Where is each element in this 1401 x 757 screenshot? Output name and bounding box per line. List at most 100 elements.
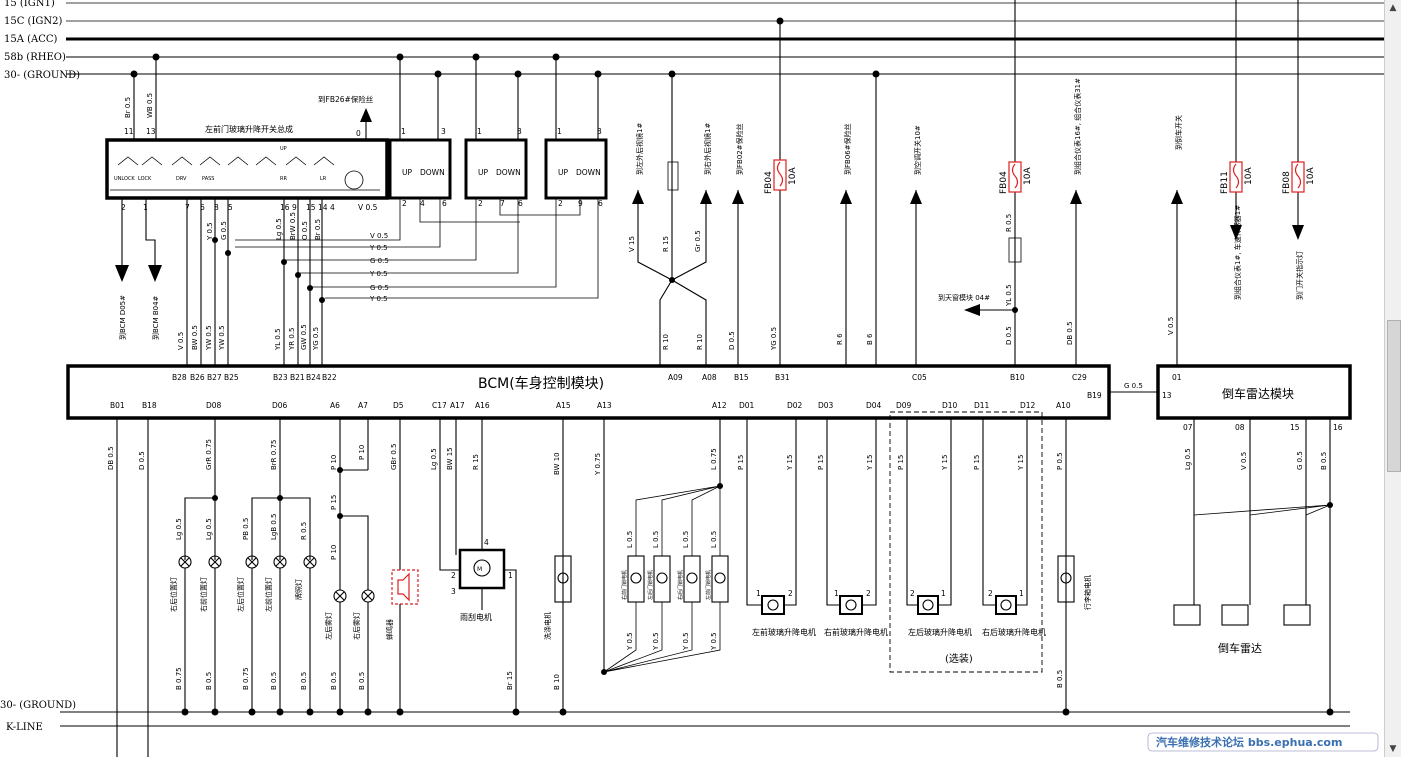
svg-text:B 0.5: B 0.5 bbox=[1320, 452, 1328, 470]
bcm-title: BCM(车身控制模块) bbox=[478, 375, 604, 392]
master-switch-title: 左前门玻璃升降开关总成 bbox=[205, 124, 293, 134]
svg-text:Y 15: Y 15 bbox=[786, 455, 794, 471]
svg-text:B19: B19 bbox=[1087, 391, 1102, 400]
svg-text:B 0.5: B 0.5 bbox=[300, 672, 308, 690]
svg-text:YW 0.5: YW 0.5 bbox=[218, 325, 226, 351]
arrow-up-icon bbox=[1171, 190, 1183, 204]
svg-text:R 15: R 15 bbox=[472, 454, 480, 470]
svg-text:V 0.5: V 0.5 bbox=[1167, 317, 1175, 335]
svg-text:A10: A10 bbox=[1056, 401, 1071, 410]
scroll-down-icon[interactable]: ▼ bbox=[1389, 744, 1397, 754]
arrow-up-icon bbox=[1070, 190, 1082, 204]
svg-text:到FB06#保险丝: 到FB06#保险丝 bbox=[843, 123, 852, 175]
svg-text:10A: 10A bbox=[1244, 167, 1254, 185]
svg-text:B28: B28 bbox=[172, 373, 187, 382]
rail-ign2-label: 15C (IGN2) bbox=[4, 16, 63, 27]
radar-sensor-label: 倒车雷达 bbox=[1218, 641, 1262, 655]
svg-text:B27: B27 bbox=[207, 373, 222, 382]
svg-text:B 0.75: B 0.75 bbox=[242, 667, 250, 690]
svg-text:到空调开关10#: 到空调开关10# bbox=[913, 125, 922, 175]
svg-text:B25: B25 bbox=[224, 373, 239, 382]
top-rails: 15 (IGN1) 15C (IGN2) 15A (ACC) 58b (RHEO… bbox=[4, 0, 1385, 81]
svg-text:D10: D10 bbox=[942, 401, 958, 410]
svg-text:DRV: DRV bbox=[176, 176, 187, 182]
reverse-radar-module: 倒车雷达模块 13 01 07 08 15 16 Lg 0.5 V 0.5 G … bbox=[1156, 364, 1352, 712]
svg-text:UP: UP bbox=[280, 146, 287, 152]
svg-text:Y 15: Y 15 bbox=[1017, 455, 1025, 471]
svg-text:Y 0.5: Y 0.5 bbox=[369, 270, 388, 278]
svg-text:2: 2 bbox=[866, 589, 871, 598]
svg-text:L 0.5: L 0.5 bbox=[682, 531, 690, 548]
svg-text:GrR 0.75: GrR 0.75 bbox=[205, 439, 213, 470]
master-pin-13: 13 bbox=[146, 127, 156, 136]
svg-text:YL 0.5: YL 0.5 bbox=[1005, 284, 1013, 307]
svg-text:R 10: R 10 bbox=[696, 334, 704, 350]
washer-label: 洗涤电机 bbox=[543, 612, 552, 640]
svg-text:01: 01 bbox=[1172, 373, 1182, 382]
scroll-up-icon[interactable]: ▲ bbox=[1389, 3, 1397, 13]
svg-text:B 0.75: B 0.75 bbox=[175, 667, 183, 690]
scroll-thumb[interactable] bbox=[1387, 320, 1401, 472]
svg-text:Lg 0.5: Lg 0.5 bbox=[1184, 448, 1192, 470]
window-motor-label-lf: 左前玻璃升降电机 bbox=[752, 627, 816, 637]
svg-text:BrW 0.5: BrW 0.5 bbox=[289, 212, 297, 240]
watermark: 汽车维修技术论坛 bbs.ephua.com bbox=[1147, 732, 1379, 752]
svg-text:1: 1 bbox=[834, 589, 839, 598]
svg-text:D 0.5: D 0.5 bbox=[728, 331, 736, 350]
svg-text:R 0.5: R 0.5 bbox=[1005, 214, 1013, 232]
svg-text:V 0.5: V 0.5 bbox=[370, 232, 388, 240]
svg-text:P 15: P 15 bbox=[897, 455, 905, 470]
radar-module-box bbox=[1156, 364, 1352, 420]
svg-text:FB04: FB04 bbox=[764, 171, 774, 194]
svg-text:B 10: B 10 bbox=[553, 674, 561, 690]
svg-text:B26: B26 bbox=[190, 373, 205, 382]
svg-text:P 10: P 10 bbox=[330, 545, 338, 560]
buzzer-icon bbox=[391, 569, 419, 605]
svg-text:到倒车开关: 到倒车开关 bbox=[1174, 115, 1183, 150]
svg-text:D09: D09 bbox=[896, 401, 912, 410]
watermark-text: 汽车维修技术论坛 bbs.ephua.com bbox=[1156, 735, 1342, 749]
svg-text:Lg 0.5: Lg 0.5 bbox=[430, 448, 438, 470]
svg-text:08: 08 bbox=[1235, 423, 1245, 432]
window-switch-1: 1 3 UP DOWN 2 4 6 bbox=[388, 57, 452, 208]
svg-text:10A: 10A bbox=[788, 167, 798, 185]
svg-text:DB 0.5: DB 0.5 bbox=[107, 446, 115, 470]
svg-text:到组合仪表1#, 车速传感器1#: 到组合仪表1#, 车速传感器1# bbox=[1233, 205, 1242, 300]
svg-text:07: 07 bbox=[1183, 423, 1193, 432]
svg-text:3: 3 bbox=[597, 127, 602, 136]
lamp-label-3: 左后位置灯 bbox=[236, 577, 245, 612]
buzzer-label: 蜂鸣器 bbox=[385, 619, 394, 640]
svg-text:D11: D11 bbox=[974, 401, 990, 410]
svg-text:DB 0.5: DB 0.5 bbox=[1066, 321, 1074, 345]
rail-ign1-label: 15 (IGN1) bbox=[4, 0, 55, 9]
svg-text:O 0.5: O 0.5 bbox=[301, 221, 309, 240]
svg-text:RR: RR bbox=[280, 176, 287, 182]
svg-text:FB04: FB04 bbox=[999, 171, 1009, 194]
svg-text:B23: B23 bbox=[273, 373, 288, 382]
svg-text:15: 15 bbox=[1290, 423, 1300, 432]
vertical-scrollbar[interactable]: ▲ ▼ bbox=[1384, 0, 1401, 757]
svg-text:Br 0.5: Br 0.5 bbox=[314, 219, 322, 240]
rail-kline-label: K-LINE bbox=[6, 722, 43, 733]
svg-text:YR 0.5: YR 0.5 bbox=[288, 328, 296, 352]
svg-text:2: 2 bbox=[910, 589, 915, 598]
svg-text:左前门锁电机: 左前门锁电机 bbox=[705, 570, 712, 600]
svg-text:A08: A08 bbox=[702, 373, 717, 382]
svg-text:6: 6 bbox=[598, 199, 603, 208]
rail-ground-bottom-label: 30- (GROUND) bbox=[0, 700, 76, 711]
arrow-up-icon bbox=[910, 190, 922, 204]
window-switch-2: 1 3 UP DOWN 2 7 6 bbox=[464, 57, 528, 208]
svg-text:B22: B22 bbox=[322, 373, 337, 382]
svg-text:4: 4 bbox=[330, 203, 335, 212]
master-wire-br: Br 0.5 bbox=[124, 97, 132, 118]
svg-text:到右外后视镜1#: 到右外后视镜1# bbox=[703, 123, 712, 175]
lamp-label-5: 牌照灯 bbox=[294, 579, 303, 600]
svg-text:Y 0.5: Y 0.5 bbox=[369, 244, 388, 252]
svg-text:16: 16 bbox=[1333, 423, 1343, 432]
svg-text:UP: UP bbox=[402, 168, 412, 177]
arrow-down-icon bbox=[1230, 225, 1242, 240]
arrow-up-icon bbox=[632, 190, 644, 204]
lamp-label-1: 右后位置灯 bbox=[169, 577, 178, 612]
svg-text:B15: B15 bbox=[734, 373, 749, 382]
svg-text:A16: A16 bbox=[475, 401, 490, 410]
